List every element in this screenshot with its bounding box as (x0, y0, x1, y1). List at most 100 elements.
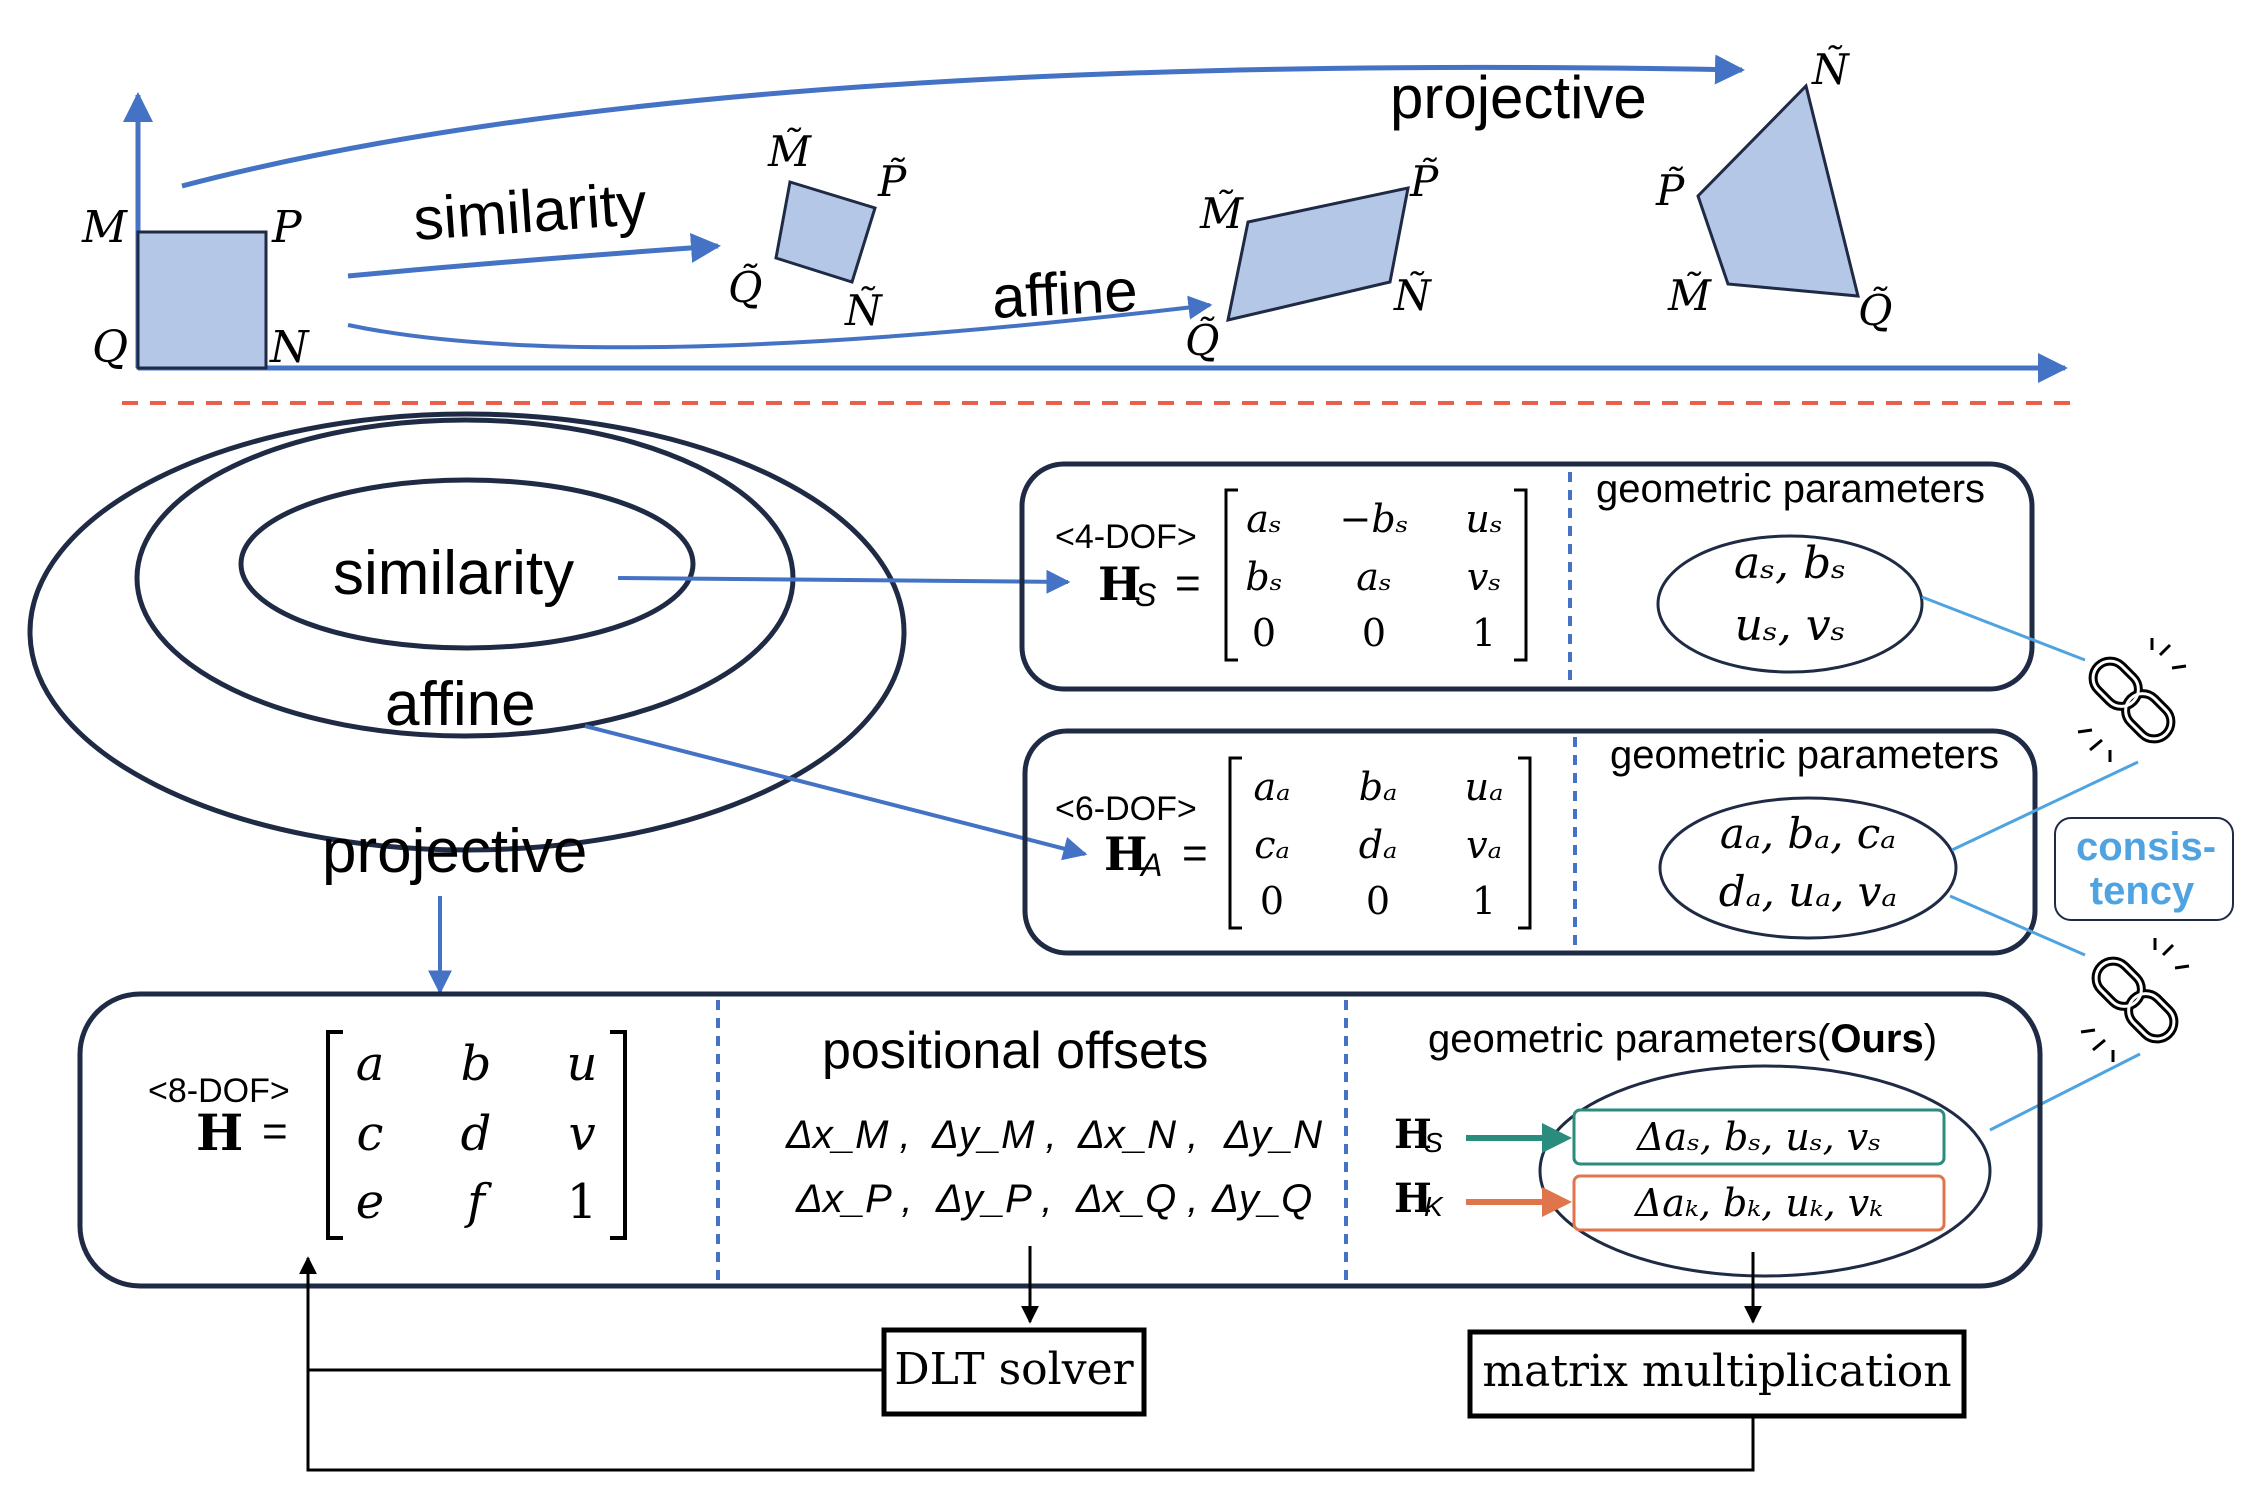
hs-params: Δaₛ, bₛ, uₛ, vₛ (1635, 1115, 1881, 1159)
homography-matrix-left-bracket (326, 1030, 343, 1240)
top-panel: M P Q N similarity affine projective M̃ … (81, 44, 2068, 383)
hs-m01: −bₛ (1340, 497, 1409, 541)
h-m11: d (461, 1106, 492, 1162)
h-m12: v (568, 1106, 595, 1162)
label-n: N (269, 322, 310, 373)
aff-label-q: Q̃ (1185, 315, 1219, 365)
projective-shape (1696, 83, 1860, 298)
h-m00: a (356, 1036, 385, 1092)
projective-ellipse (27, 411, 907, 853)
dlt-solver-box (881, 1327, 1147, 1417)
projective-label-top: projective (1390, 64, 1647, 131)
proj-label-p: P̃ (1655, 165, 1685, 215)
h-m02: u (567, 1036, 598, 1092)
affine-h-sub: A (1139, 847, 1162, 883)
homography-matrix-right-bracket (610, 1030, 627, 1240)
ha-m10: cₐ (1254, 823, 1290, 867)
hs-label: H (1394, 1111, 1432, 1158)
link-line-aff-top (1951, 760, 2139, 852)
similarity-h-symbol: H (1098, 557, 1141, 611)
affine-matrix-right-bracket (1518, 756, 1532, 930)
affine-box-frame (1022, 728, 2038, 956)
h-m10: c (357, 1106, 384, 1162)
similarity-params-line1: aₛ, bₛ (1734, 538, 1846, 589)
sim-label-q: Q̃ (728, 262, 762, 312)
nested-ellipses: similarity affine projective (27, 411, 907, 886)
affine-box: <6-DOF> H A = aₐ bₐ uₐ cₐ dₐ vₐ 0 0 1 ge… (1022, 728, 2038, 956)
h-m20: e (356, 1174, 384, 1230)
hs-m12: vₛ (1467, 555, 1501, 599)
similarity-h-sub: S (1135, 577, 1156, 613)
dlt-solver-label: DLT solver (894, 1344, 1134, 1395)
affine-arrow (347, 295, 1213, 350)
similarity-to-hs-arrow (617, 569, 1071, 594)
ha-m11: dₐ (1359, 823, 1398, 867)
homography-equals: = (262, 1107, 288, 1156)
similarity-matrix-left-bracket (1224, 488, 1238, 662)
link-line-sim (1921, 595, 2086, 662)
affine-params-line1: aₐ, bₐ, cₐ (1720, 809, 1896, 858)
hk-label: H (1394, 1175, 1432, 1222)
nested-affine-label: affine (385, 670, 536, 739)
affine-shape (1226, 186, 1410, 322)
similarity-equals: = (1175, 559, 1201, 608)
chain-link-icon (2091, 956, 2179, 1044)
hs-m21: 0 (1362, 611, 1386, 655)
affine-params-title: geometric parameters (1610, 733, 1999, 777)
hk-params: Δaₖ, bₖ, uₖ, vₖ (1633, 1181, 1883, 1225)
similarity-params-title: geometric parameters (1596, 467, 1985, 511)
solvers: DLT solver matrix multiplication (299, 1246, 1967, 1472)
ours-params-ellipse (1538, 1064, 1992, 1278)
homography-box: <8-DOF> H = a b u c d v e f 1 positional… (77, 991, 2043, 1289)
source-square (136, 230, 268, 370)
ha-m20: 0 (1260, 879, 1284, 923)
offset-dy-q: Δy_Q (1211, 1177, 1312, 1221)
ha-m21: 0 (1366, 879, 1390, 923)
label-m: M (81, 202, 128, 253)
offset-dy-n: Δy_N (1223, 1113, 1322, 1157)
link-line-aff-bottom (1949, 894, 2086, 957)
similarity-arrow (347, 232, 721, 279)
consistency-line2: tency (2090, 869, 2195, 913)
offset-dx-q: Δx_Q , (1075, 1177, 1198, 1221)
similarity-ellipse (238, 477, 696, 651)
affine-equals: = (1182, 829, 1208, 878)
consistency-line1: consis- (2076, 825, 2216, 869)
homography-h-symbol: H (196, 1103, 243, 1162)
nested-similarity-label: similarity (333, 539, 574, 608)
offsets-title: positional offsets (822, 1022, 1208, 1080)
chain-spark-icon (2077, 638, 2187, 762)
homography-dof: <8-DOF> (148, 1072, 290, 1110)
label-q: Q (92, 322, 128, 373)
affine-to-ha-arrow (584, 724, 1088, 861)
link-line-ours (1989, 1052, 2141, 1132)
hk-label-sub: K (1424, 1191, 1444, 1222)
offset-dy-m: Δy_M , (931, 1113, 1057, 1157)
similarity-params-line2: uₛ, vₛ (1735, 600, 1846, 651)
sim-label-n: Ñ (844, 285, 883, 335)
matmul-feedback-line (306, 1370, 1755, 1472)
ours-title: geometric parameters(Ours) (1428, 1017, 1937, 1061)
similarity-params-ellipse (1656, 534, 1924, 674)
ha-m02: uₐ (1465, 765, 1504, 809)
matrix-multiplication-label: matrix multiplication (1482, 1346, 1951, 1397)
hs-m20: 0 (1252, 611, 1276, 655)
aff-label-p: P̃ (1409, 156, 1439, 206)
proj-label-n: Ñ (1811, 44, 1850, 94)
sim-label-m: M̃ (767, 126, 812, 176)
hs-m11: aₛ (1356, 555, 1391, 599)
projective-arrow (181, 54, 1745, 189)
ours-title-end: ) (1924, 1017, 1937, 1061)
similarity-matrix-right-bracket (1514, 488, 1528, 662)
similarity-box: <4-DOF> H S = aₛ −bₛ uₛ bₛ aₛ vₛ 0 0 1 g… (1019, 461, 2035, 692)
hs-m22: 1 (1472, 611, 1496, 655)
homography-box-frame (77, 991, 2043, 1289)
affine-label-top: affine (990, 256, 1139, 331)
consistency-group: consis- tency (1921, 595, 2234, 1132)
affine-h-symbol: H (1104, 827, 1147, 881)
offset-dx-m: Δx_M , (785, 1113, 911, 1157)
h-m01: b (461, 1036, 492, 1092)
similarity-box-frame (1019, 461, 2035, 692)
chain-link-icon (2088, 656, 2176, 744)
